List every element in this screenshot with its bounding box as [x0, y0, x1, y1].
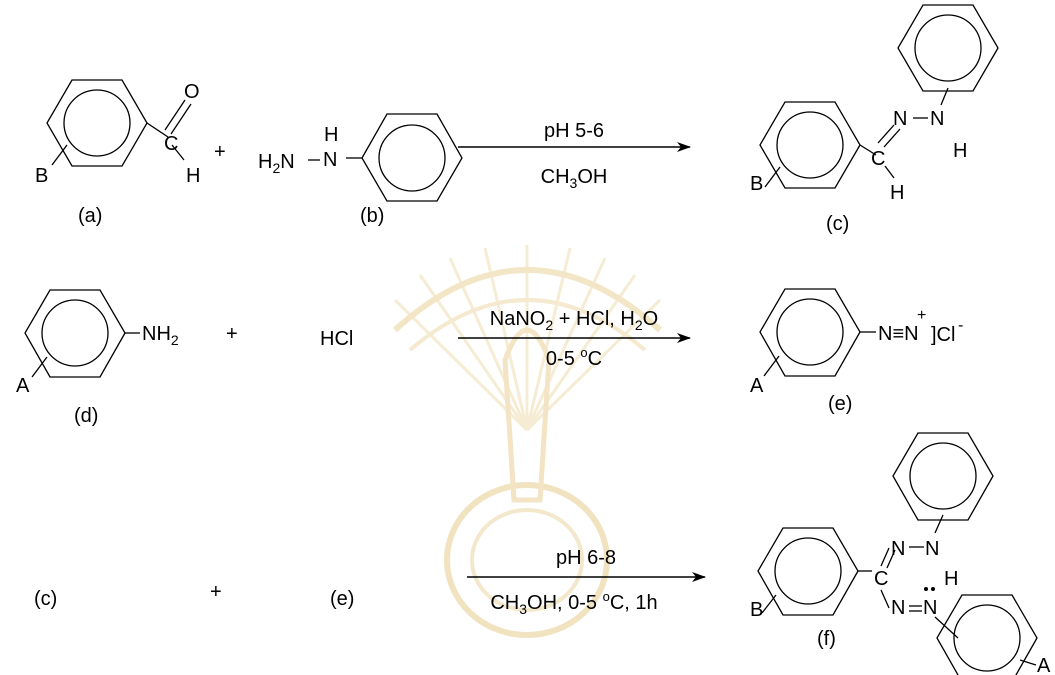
benzene-ring-e [759, 288, 861, 377]
amine-nh2-label: NH2 [142, 323, 179, 348]
hcl-reagent: HCl [320, 328, 353, 350]
plus-sign-row3: + [210, 581, 222, 603]
oxygen-label-a: O [184, 81, 200, 103]
compound-d: NH2 A (d) [16, 289, 179, 427]
lone-pair-dot [931, 587, 935, 591]
hydrogen-label-a: H [186, 165, 200, 187]
diazonium-group-label: N≡N [878, 323, 919, 345]
hydrogen-label-f: H [944, 568, 958, 590]
carbon-label-f: C [874, 568, 888, 590]
benzene-ring-c-phenyl [897, 4, 999, 92]
condition-above-2: NaNO2 + HCl, H2O [490, 308, 658, 333]
ch-hydrogen-label-c: H [890, 182, 904, 204]
carbon-label-c: C [871, 148, 885, 170]
reaction-arrow-2: NaNO2 + HCl, H2O 0-5 oC [458, 308, 691, 370]
benzene-ring-b [361, 113, 463, 202]
substituent-b-f: B [750, 599, 763, 621]
condition-below-1: CH3OH [541, 166, 608, 191]
condition-above-1: pH 5-6 [544, 120, 604, 142]
compound-label-e: (e) [828, 393, 852, 415]
compound-c: C N N H H B (c) [750, 4, 999, 235]
compound-e: A N≡N + ]Cl - (e) [750, 288, 963, 415]
nitrogen-2-label-f: N [925, 538, 939, 560]
benzene-ring-d [24, 289, 126, 378]
nitrogen-1-label-f: N [891, 538, 905, 560]
counterion-label: ]Cl [931, 324, 955, 346]
nitrogen-label-b: N [323, 149, 337, 171]
benzene-ring-f-upper [892, 432, 994, 521]
reaction-arrow-1: pH 5-6 CH3OH [458, 120, 691, 191]
reactant-e-reference: (e) [330, 588, 354, 610]
lone-pair-dot [924, 587, 928, 591]
reactant-c-reference: (c) [34, 588, 57, 610]
nitrogen-4-label-f: N [923, 597, 937, 619]
diazonium-charge: + [917, 307, 926, 324]
substituent-a-e: A [750, 375, 764, 397]
nh-hydrogen-label-c: H [953, 140, 967, 162]
compound-b: H2N N H (b) [258, 113, 463, 227]
carbon-label-a: C [164, 133, 178, 155]
nitrogen-1-label-c: N [893, 108, 907, 130]
compound-label-a: (a) [78, 205, 102, 227]
counterion-charge: - [958, 317, 963, 334]
reaction-arrow-3: pH 6-8 CH3OH, 0-5 oC, 1h [467, 547, 706, 617]
compound-label-b: (b) [360, 205, 384, 227]
condition-above-3: pH 6-8 [556, 547, 616, 569]
condition-below-3: CH3OH, 0-5 oC, 1h [490, 589, 657, 617]
plus-sign-row1: + [214, 141, 226, 163]
compound-f: B C N N H N N A (f) [750, 432, 1051, 675]
benzene-ring-f [757, 527, 859, 616]
nitrogen-2-label-c: N [930, 108, 944, 130]
compound-a: C O H B (a) [35, 79, 200, 227]
substituent-b-c: B [750, 173, 763, 195]
substituent-a-d: A [16, 375, 30, 397]
plus-sign-row2: + [226, 323, 238, 345]
compound-label-f: (f) [817, 628, 836, 650]
benzene-ring-f-lower [936, 594, 1038, 675]
amine-h2n-label: H2N [258, 151, 295, 176]
benzene-ring-a [46, 79, 148, 167]
substituent-b-a: B [35, 165, 48, 187]
hydrogen-label-b: H [324, 124, 338, 146]
benzene-ring-c [759, 101, 861, 189]
compound-label-d: (d) [74, 405, 98, 427]
nitrogen-3-label-f: N [891, 597, 905, 619]
condition-below-2: 0-5 oC [546, 345, 602, 370]
compound-label-c: (c) [826, 213, 849, 235]
substituent-a-f: A [1037, 655, 1051, 675]
